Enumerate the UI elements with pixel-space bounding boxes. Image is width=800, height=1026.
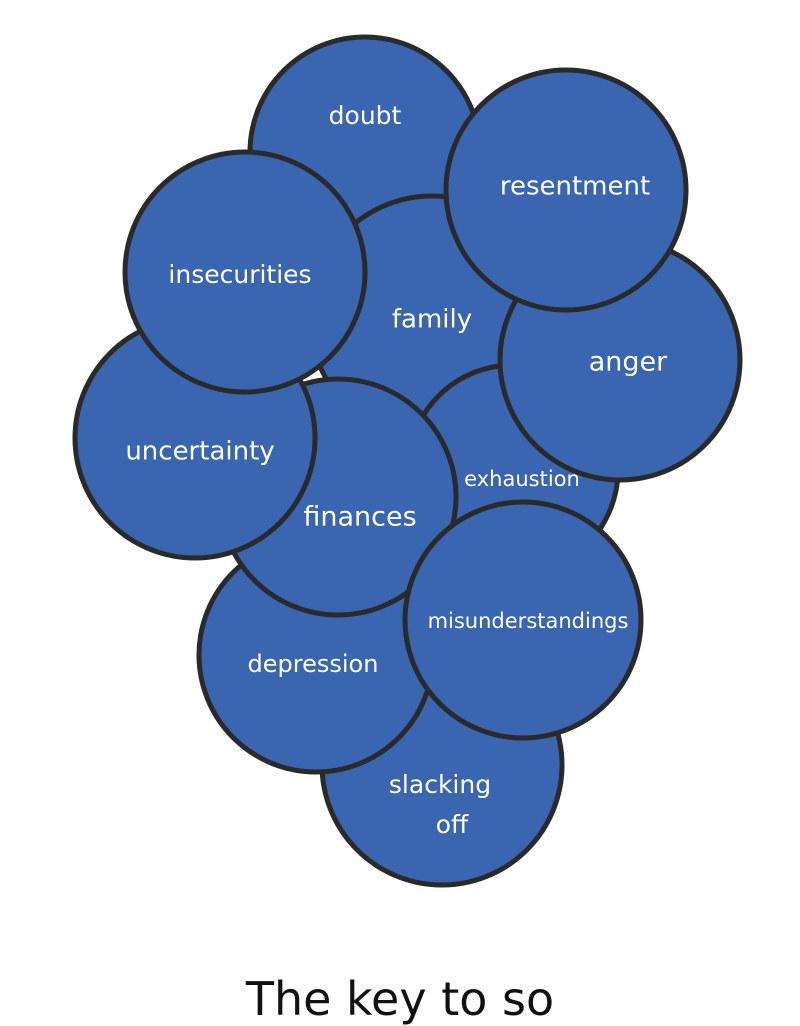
bubble-label: doubt — [329, 101, 402, 130]
bubble-label-line2: off — [436, 810, 469, 839]
bubble-circle — [122, 149, 368, 395]
bubble-misunderstandings: misunderstandings — [402, 499, 644, 741]
bubble-label: slacking — [389, 770, 491, 799]
bubble-insecurities: insecurities — [122, 149, 368, 395]
bubble-label: misunderstandings — [428, 609, 629, 633]
bubble-label: exhaustion — [464, 467, 580, 491]
bubble-label: family — [392, 305, 472, 335]
bubble-label: anger — [589, 347, 668, 378]
bubble-label: depression — [248, 650, 379, 678]
caption-text: The key to so — [245, 972, 555, 1026]
bubble-circle — [443, 67, 689, 313]
bubble-label: uncertainty — [125, 437, 274, 467]
bubble-label: finances — [303, 502, 416, 533]
bubble-label: insecurities — [168, 260, 311, 289]
bubble-label: resentment — [500, 172, 650, 202]
bubble-circle — [402, 499, 644, 741]
bubble-diagram: doubt family exhaustion slacking off depressi… — [72, 34, 743, 888]
bubble-resentment: resentment — [443, 67, 689, 313]
